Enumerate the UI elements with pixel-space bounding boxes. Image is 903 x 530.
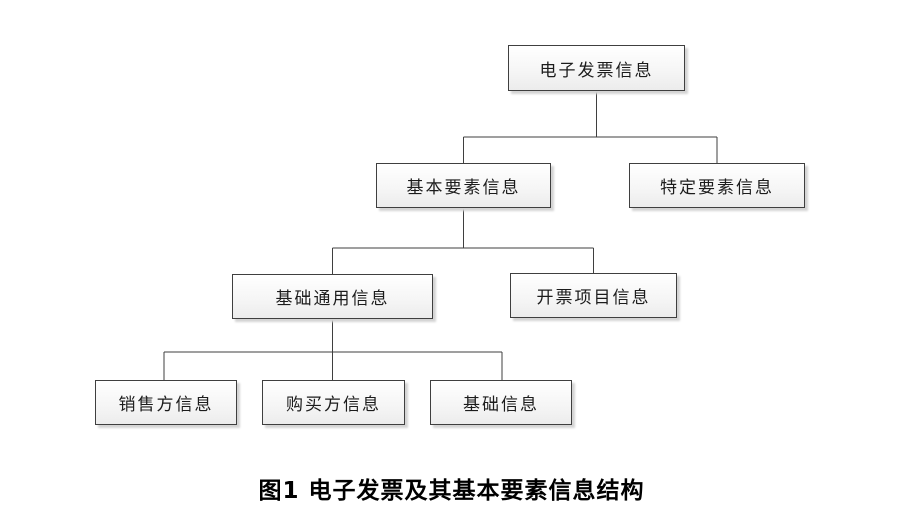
node-specific-elements-info: 特定要素信息 [629,163,805,208]
node-electronic-invoice-info: 电子发票信息 [508,45,685,91]
connector-root-to-level2 [462,91,718,163]
node-basic-elements-info: 基本要素信息 [376,163,551,208]
node-basic-common-info: 基础通用信息 [232,274,433,319]
connector-basic-common-to-level4 [163,319,503,380]
connector-basic-elements-to-level3 [331,208,595,274]
node-basic-info: 基础信息 [430,380,572,425]
figure-caption: 图1 电子发票及其基本要素信息结构 [258,478,645,504]
node-seller-info: 销售方信息 [95,380,237,425]
node-invoice-items-info: 开票项目信息 [510,273,677,318]
node-buyer-info: 购买方信息 [262,380,405,425]
